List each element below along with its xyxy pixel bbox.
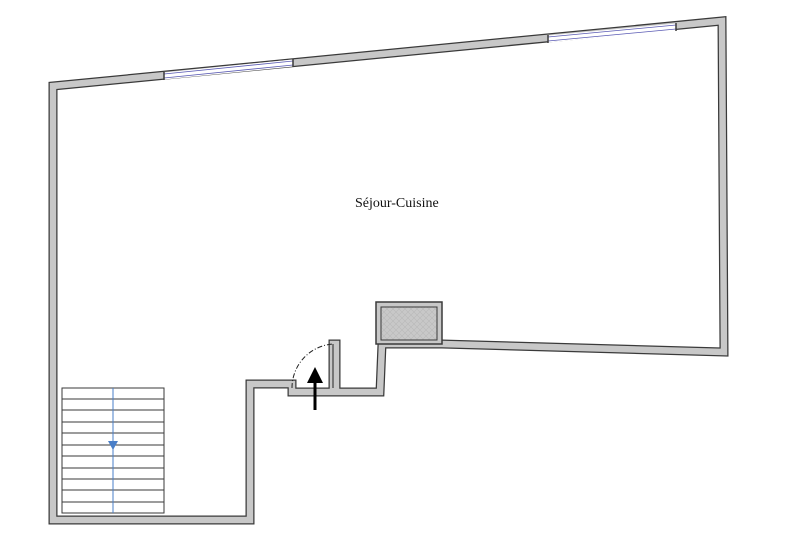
entry-arrow-icon	[307, 367, 323, 410]
window-1	[163, 59, 294, 80]
staircase	[61, 387, 165, 514]
walls	[48, 16, 729, 525]
entry-door	[291, 343, 334, 389]
windows	[163, 23, 677, 80]
window-2	[547, 23, 677, 43]
stair-direction-icon	[108, 441, 118, 450]
hatch-pattern	[380, 306, 438, 341]
room-label-sejour-cuisine: Séjour-Cuisine	[355, 196, 439, 211]
hatched-block	[375, 301, 443, 345]
outer-wall-fill	[49, 17, 728, 524]
door-swing	[291, 343, 334, 389]
